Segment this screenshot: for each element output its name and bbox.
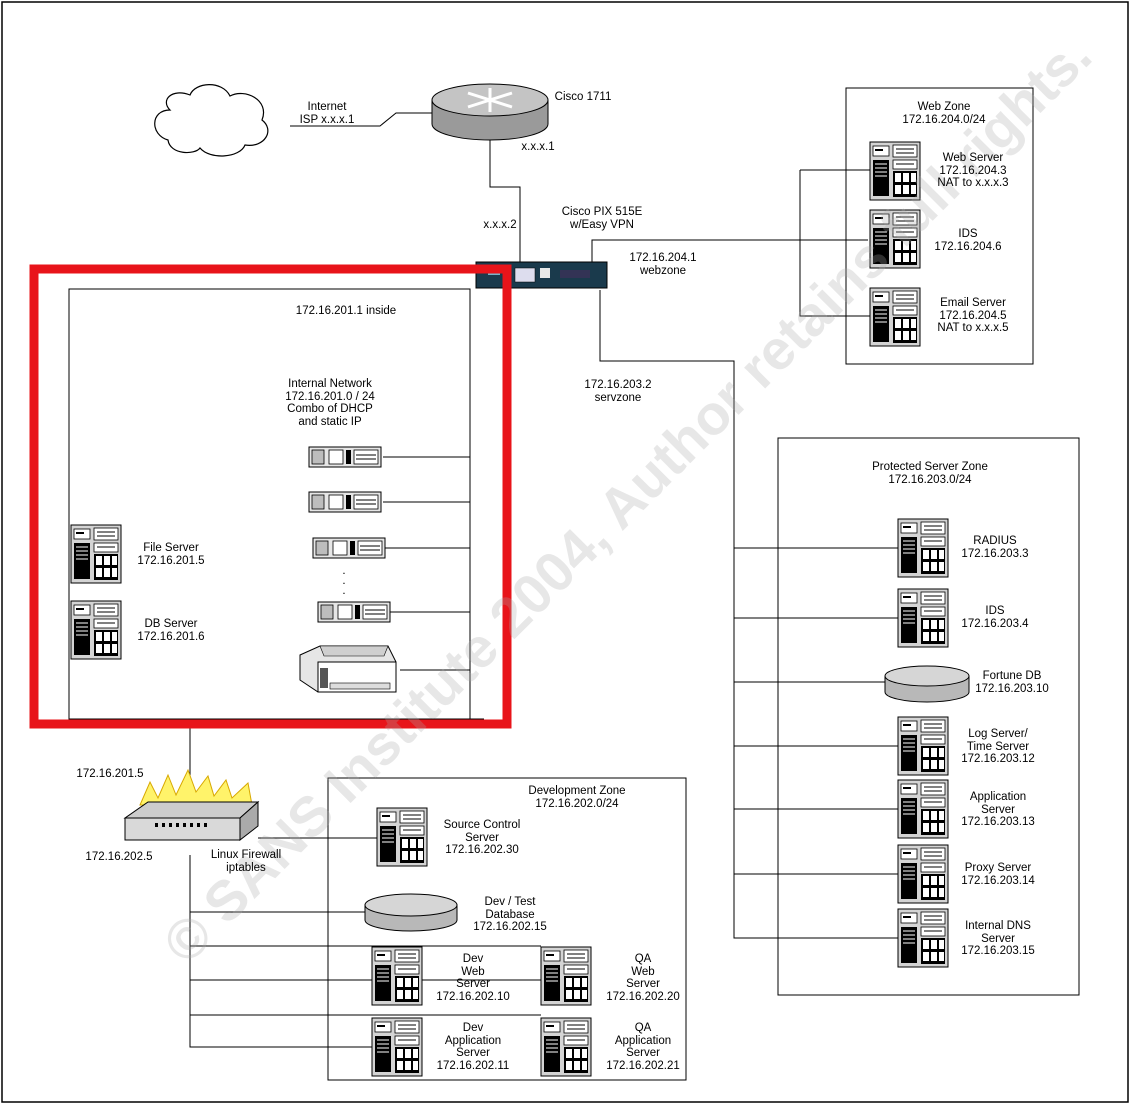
internet-label: Internet ISP x.x.x.1 [289, 101, 365, 126]
qa-web-server-icon [541, 947, 591, 1005]
web-server-label: Web Server 172.16.204.3 NAT to x.x.x.3 [922, 152, 1024, 190]
source-control-icon [377, 808, 427, 866]
ellipsis-dots: . . . [334, 566, 354, 596]
protected-zone-title: Protected Server Zone 172.16.203.0/24 [850, 461, 1010, 486]
ids-protected-label: IDS 172.16.203.4 [948, 605, 1042, 630]
db-server-label: DB Server 172.16.201.6 [123, 618, 219, 643]
cisco-1711-router-icon [432, 84, 548, 140]
proxy-server-label: Proxy Server 172.16.203.14 [948, 862, 1048, 887]
cisco-1711-label: Cisco 1711 [552, 91, 614, 104]
internet-cloud-icon [155, 85, 268, 156]
file-server-label: File Server 172.16.201.5 [123, 542, 219, 567]
development-zone-title: Development Zone 172.16.202.0/24 [500, 785, 654, 810]
fw-top-ip-label: 172.16.201.5 [70, 768, 150, 781]
dev-app-server-icon [372, 1018, 422, 1076]
internal-network-zone [69, 289, 470, 719]
linux-firewall-label: Linux Firewall iptables [196, 849, 296, 874]
xxx1-label: x.x.x.1 [512, 141, 564, 154]
pix-label: Cisco PIX 515E w/Easy VPN [556, 206, 648, 231]
fw-bottom-ip-label: 172.16.202.5 [79, 851, 159, 864]
xxx2-label: x.x.x.2 [474, 219, 526, 232]
webzone-ip-label: 172.16.204.1 webzone [623, 252, 703, 277]
dev-app-label: Dev Application Server 172.16.202.11 [425, 1022, 521, 1072]
web-zone-title: Web Zone 172.16.204.0/24 [884, 101, 1004, 126]
log-server-label: Log Server/ Time Server 172.16.203.12 [948, 728, 1048, 766]
fortune-db-icon [885, 666, 969, 702]
email-server-label: Email Server 172.16.204.5 NAT to x.x.x.5 [922, 297, 1024, 335]
workstation-icon [318, 602, 390, 622]
radius-server-icon [898, 519, 948, 577]
ids-protected-icon [898, 589, 948, 647]
source-control-label: Source Control Server 172.16.202.30 [428, 819, 536, 857]
dev-web-label: Dev Web Server 172.16.202.10 [425, 953, 521, 1003]
dev-test-db-label: Dev / Test Database 172.16.202.15 [463, 896, 557, 934]
radius-label: RADIUS 172.16.203.3 [948, 535, 1042, 560]
email-server-icon [870, 288, 920, 346]
proxy-server-icon [898, 845, 948, 903]
ids-web-label: IDS 172.16.204.6 [922, 228, 1014, 253]
db-server-icon [71, 601, 121, 659]
log-server-icon [898, 717, 948, 775]
file-server-icon [71, 525, 121, 583]
internal-dns-label: Internal DNS Server 172.16.203.15 [948, 920, 1048, 958]
qa-app-label: QA Application Server 172.16.202.21 [594, 1022, 692, 1072]
printer-icon [300, 646, 396, 692]
qa-app-server-icon [541, 1018, 591, 1076]
fortune-db-label: Fortune DB 172.16.203.10 [962, 670, 1062, 695]
workstation-icon [309, 492, 381, 512]
internal-network-label: Internal Network 172.16.201.0 / 24 Combo… [266, 378, 394, 428]
qa-web-label: QA Web Server 172.16.202.20 [594, 953, 692, 1003]
servzone-ip-label: 172.16.203.2 servzone [570, 379, 666, 404]
application-server-icon [898, 780, 948, 838]
dev-web-server-icon [372, 947, 422, 1005]
workstation-icon [309, 447, 381, 467]
application-server-label: Application Server 172.16.203.13 [948, 791, 1048, 829]
workstation-icon [313, 538, 385, 558]
inside-ip-label: 172.16.201.1 inside [290, 305, 402, 318]
linux-firewall-icon [125, 770, 258, 840]
internal-dns-icon [898, 909, 948, 967]
dev-test-db-icon [365, 894, 457, 931]
